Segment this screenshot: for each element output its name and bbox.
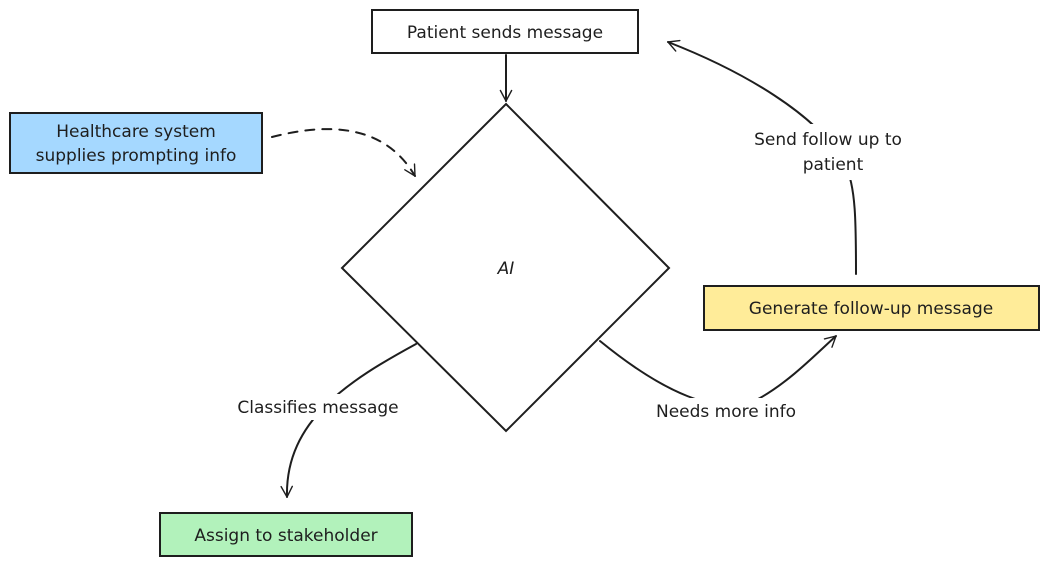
node-patient-sends-message-label: Patient sends message — [407, 23, 603, 43]
node-healthcare-system-label-line-2: supplies prompting info — [36, 146, 237, 166]
edge-label-bg — [738, 124, 918, 180]
node-generate-followup[interactable]: Generate follow-up message — [703, 285, 1040, 331]
edge-ai-to-generate — [599, 335, 837, 407]
node-healthcare-system-label-line-1: Healthcare system — [56, 122, 216, 142]
node-assign-stakeholder-label: Assign to stakeholder — [194, 526, 377, 546]
node-ai[interactable]: AI — [340, 102, 671, 433]
edge-label-bg — [645, 398, 807, 424]
node-ai-label: AI — [497, 259, 515, 279]
edge-label-needs-more-info: Needs more info — [656, 402, 796, 422]
edge-healthcare-to-ai — [271, 128, 416, 177]
edge-label-classifies-message: Classifies message — [237, 398, 398, 418]
edge-label-send-follow-up-line-1: Send follow up to — [754, 130, 902, 150]
edge-label-send-follow-up-line-2: patient — [803, 155, 864, 175]
node-assign-stakeholder[interactable]: Assign to stakeholder — [159, 512, 413, 557]
node-patient-sends-message[interactable]: Patient sends message — [371, 9, 639, 54]
edge-ai-to-assign — [280, 343, 417, 498]
node-healthcare-system[interactable]: Healthcare system supplies prompting inf… — [9, 112, 263, 174]
edge-label-bg — [222, 394, 414, 420]
node-generate-followup-label: Generate follow-up message — [749, 299, 993, 319]
